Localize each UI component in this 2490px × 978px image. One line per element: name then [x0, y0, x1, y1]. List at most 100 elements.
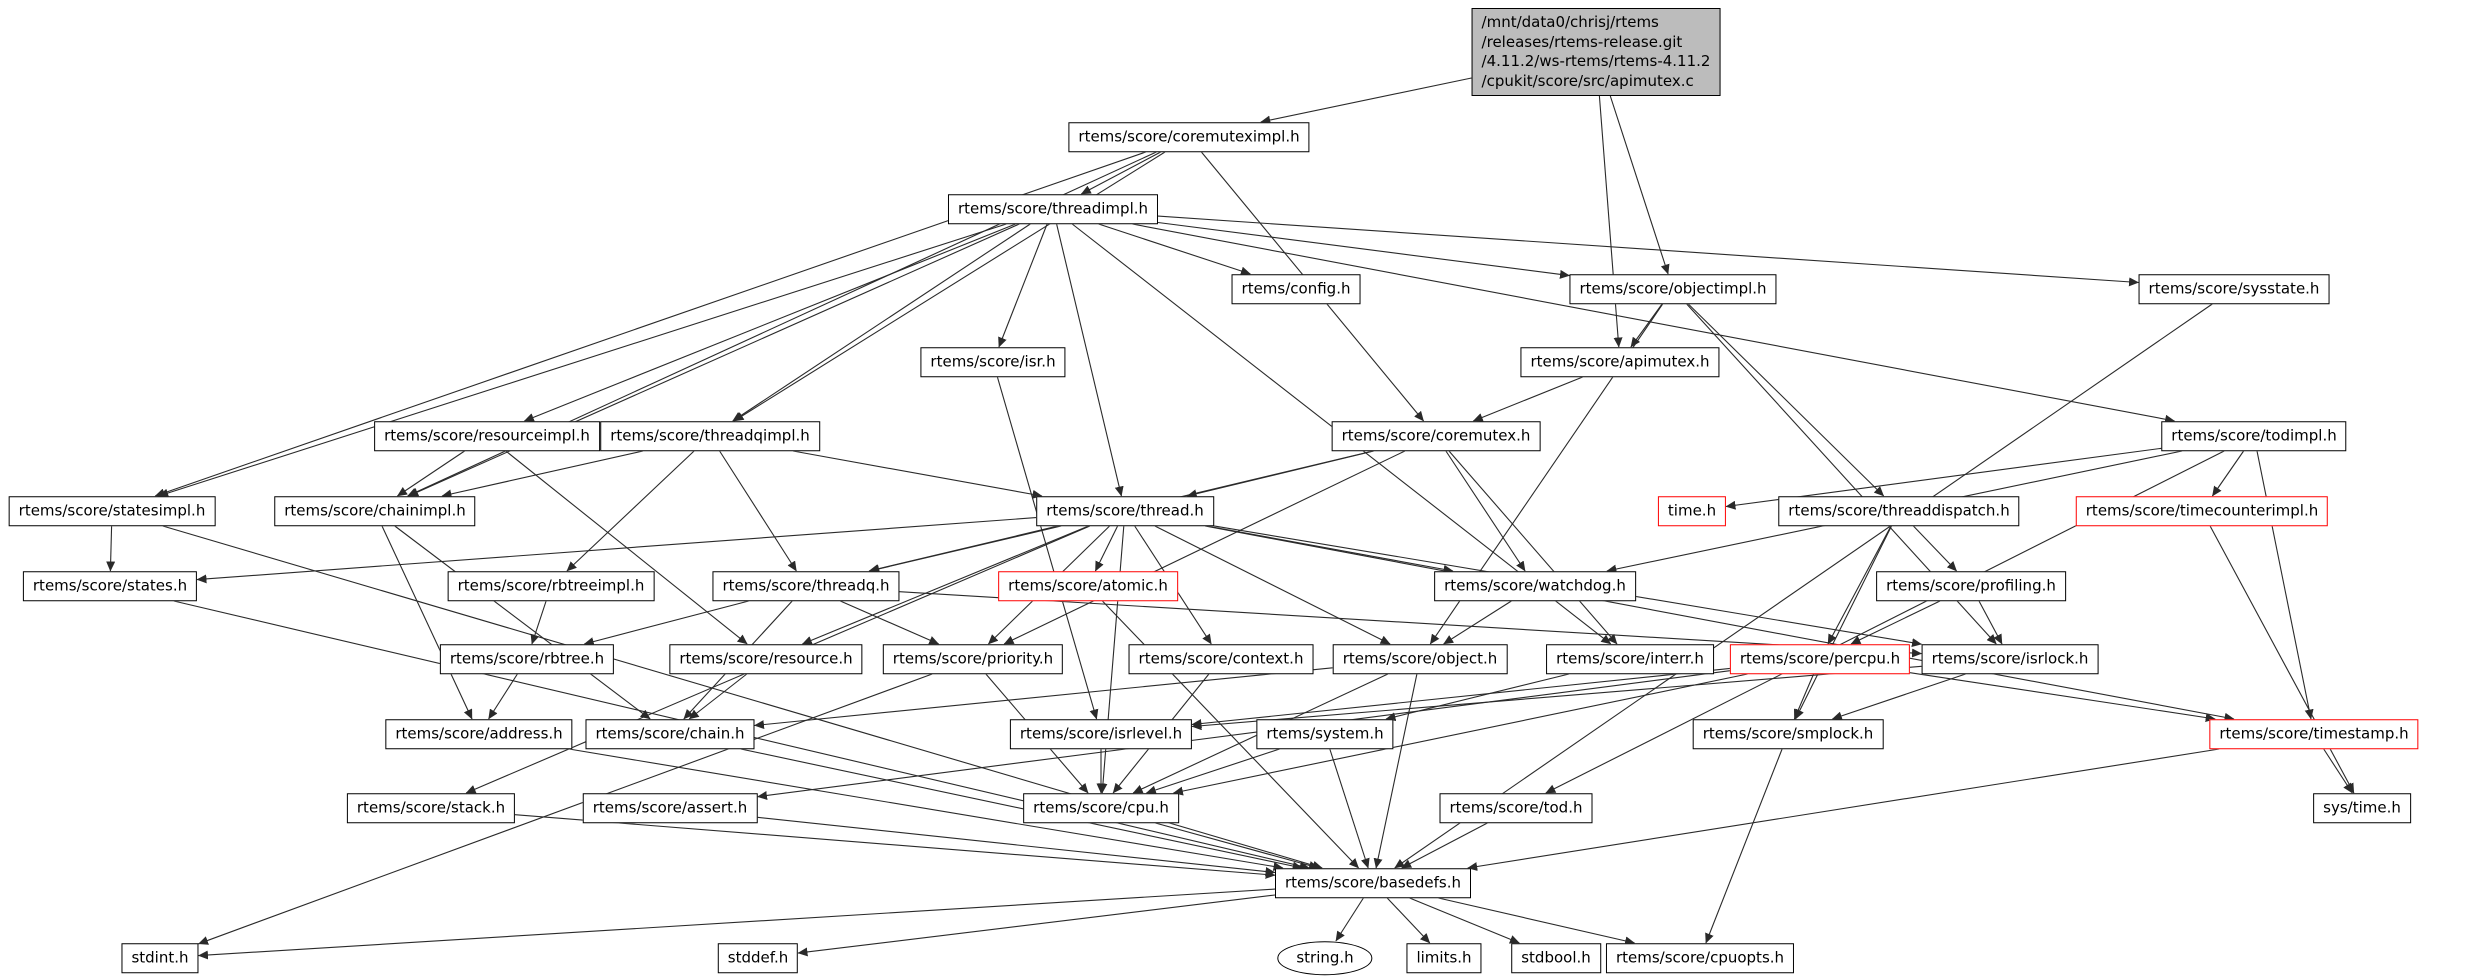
edge-threadq-to-isrlock	[899, 591, 1922, 658]
edge-coremutex-to-watchdog	[1445, 450, 1526, 572]
graph-node-rbtreeimpl[interactable]: rtems/score/rbtreeimpl.h	[447, 571, 655, 601]
graph-node-sysstate[interactable]: rtems/score/sysstate.h	[2138, 274, 2330, 304]
edge-threadimpl-to-resourceimpl	[523, 223, 1016, 422]
edge-basedefs-to-cpuopts	[1438, 897, 1636, 946]
edge-cpu-to-basedefs	[1155, 822, 1320, 870]
graph-node-isr[interactable]: rtems/score/isr.h	[920, 347, 1066, 377]
edge-threadq-to-rbtree	[583, 600, 749, 646]
graph-node-cpuopts[interactable]: rtems/score/cpuopts.h	[1605, 943, 1795, 973]
edge-thread-to-states	[196, 517, 1037, 584]
graph-node-limits[interactable]: limits.h	[1406, 943, 1482, 973]
edge-percpu-to-smplock	[1793, 673, 1815, 720]
graph-node-threadqimpl[interactable]: rtems/score/threadqimpl.h	[600, 421, 820, 451]
edge-threadimpl-to-sysstate	[1157, 215, 2139, 287]
graph-node-coremutex[interactable]: rtems/score/coremutex.h	[1331, 421, 1541, 451]
edge-percpu-to-timestamp	[1909, 672, 2216, 723]
edge-resourceimpl-to-chainimpl	[396, 450, 465, 497]
graph-node-objectimpl[interactable]: rtems/score/objectimpl.h	[1569, 274, 1777, 304]
edge-smplock-to-cpuopts	[1705, 748, 1783, 944]
graph-node-threadq[interactable]: rtems/score/threadq.h	[712, 571, 900, 601]
graph-node-systime[interactable]: sys/time.h	[2313, 793, 2411, 823]
edge-timecounterimpl-to-systime	[2209, 525, 2355, 794]
edge-basedefs-to-stddef	[797, 894, 1276, 957]
graph-node-config[interactable]: rtems/config.h	[1231, 274, 1361, 304]
graph-node-threaddispatch[interactable]: rtems/score/threaddispatch.h	[1778, 496, 2020, 526]
graph-node-watchdog[interactable]: rtems/score/watchdog.h	[1434, 571, 1636, 601]
edge-assert-to-basedefs	[757, 816, 1276, 876]
graph-node-resource[interactable]: rtems/score/resource.h	[669, 644, 863, 674]
graph-node-timestamp[interactable]: rtems/score/timestamp.h	[2209, 719, 2419, 749]
edge-objectimpl-to-apimutex	[1630, 303, 1663, 348]
graph-node-cpu[interactable]: rtems/score/cpu.h	[1023, 793, 1179, 823]
edge-system-to-basedefs	[1329, 748, 1370, 869]
graph-node-states[interactable]: rtems/score/states.h	[22, 571, 198, 601]
graph-node-smplock[interactable]: rtems/score/smplock.h	[1692, 719, 1884, 749]
edge-profiling-to-isrlock	[1978, 600, 2003, 645]
graph-node-isrlock[interactable]: rtems/score/isrlock.h	[1921, 644, 2099, 674]
graph-node-context[interactable]: rtems/score/context.h	[1128, 644, 1314, 674]
edge-chainimpl-to-chain	[394, 525, 651, 720]
edge-chainimpl-to-address	[381, 525, 473, 720]
edge-main-to-objectimpl	[1609, 95, 1670, 275]
edge-thread-to-atomic	[1094, 525, 1119, 572]
edge-isr-to-isrlevel	[996, 376, 1099, 720]
graph-node-chain[interactable]: rtems/score/chain.h	[585, 719, 755, 749]
graph-node-apimutex[interactable]: rtems/score/apimutex.h	[1520, 347, 1720, 377]
graph-node-object[interactable]: rtems/score/object.h	[1332, 644, 1508, 674]
edge-threadimpl-to-isr	[998, 223, 1048, 348]
graph-node-priority[interactable]: rtems/score/priority.h	[882, 644, 1064, 674]
graph-node-chainimpl[interactable]: rtems/score/chainimpl.h	[274, 496, 476, 526]
edge-thread-to-threadq	[869, 525, 1062, 574]
edge-tod-to-basedefs	[1401, 822, 1488, 869]
graph-node-tod[interactable]: rtems/score/tod.h	[1439, 793, 1593, 823]
graph-node-resourceimpl[interactable]: rtems/score/resourceimpl.h	[374, 421, 600, 451]
graph-node-stdint[interactable]: stdint.h	[121, 943, 199, 973]
graph-node-timecounterimpl[interactable]: rtems/score/timecounterimpl.h	[2075, 496, 2329, 526]
edge-object-to-basedefs	[1373, 673, 1418, 869]
edge-thread-to-object	[1154, 525, 1391, 645]
edge-threadqimpl-to-threadq	[719, 450, 797, 572]
graph-node-basedefs[interactable]: rtems/score/basedefs.h	[1275, 868, 1471, 898]
edge-threaddispatch-to-percpu	[1827, 525, 1892, 645]
edge-threadimpl-to-statesimpl	[158, 223, 1007, 498]
graph-node-thread[interactable]: rtems/score/thread.h	[1036, 496, 1214, 526]
graph-node-system[interactable]: rtems/system.h	[1256, 719, 1394, 749]
graph-node-interr[interactable]: rtems/score/interr.h	[1546, 644, 1714, 674]
graph-node-assert[interactable]: rtems/score/assert.h	[582, 793, 758, 823]
edge-threadqimpl-to-chainimpl	[441, 450, 644, 499]
edge-threadimpl-to-config	[1098, 223, 1251, 276]
edge-system-to-cpu	[1145, 748, 1280, 795]
edge-apimutex-to-coremutex	[1472, 376, 1583, 422]
graph-node-stddef[interactable]: stddef.h	[717, 943, 799, 973]
graph-node-time[interactable]: time.h	[1657, 496, 1727, 526]
graph-node-profiling[interactable]: rtems/score/profiling.h	[1876, 571, 2066, 601]
graph-node-percpu[interactable]: rtems/score/percpu.h	[1729, 644, 1911, 674]
edge-resource-to-chain	[688, 673, 748, 720]
graph-node-threadimpl[interactable]: rtems/score/threadimpl.h	[947, 194, 1159, 224]
graph-node-stack[interactable]: rtems/score/stack.h	[346, 793, 516, 823]
graph-node-isrlevel[interactable]: rtems/score/isrlevel.h	[1009, 719, 1193, 749]
graph-node-todimpl[interactable]: rtems/score/todimpl.h	[2161, 421, 2347, 451]
edge-chain-to-basedefs	[740, 748, 1303, 871]
edge-threadimpl-to-threadqimpl	[732, 223, 1031, 422]
graph-node-coremuteximpl[interactable]: rtems/score/coremuteximpl.h	[1068, 122, 1310, 152]
edge-threaddispatch-to-smplock	[1795, 525, 1892, 720]
graph-node-rbtree[interactable]: rtems/score/rbtree.h	[439, 644, 615, 674]
graph-node-string[interactable]: string.h	[1277, 941, 1373, 975]
edge-coremuteximpl-to-threadimpl	[1080, 151, 1161, 195]
edge-watchdog-to-object	[1443, 600, 1512, 645]
edge-statesimpl-to-states	[106, 525, 116, 572]
edge-percpu-to-isrlevel	[1191, 667, 1731, 728]
edge-threadq-to-priority	[840, 600, 940, 645]
edge-thread-to-timestamp	[1204, 525, 2235, 722]
edge-todimpl-to-timecounterimpl	[2211, 450, 2245, 497]
graph-node-atomic[interactable]: rtems/score/atomic.h	[998, 571, 1178, 601]
graph-node-statesimpl[interactable]: rtems/score/statesimpl.h	[8, 496, 216, 526]
edge-profiling-to-percpu	[1850, 600, 1941, 645]
edge-objectimpl-to-threaddispatch	[1687, 303, 1885, 497]
edge-coremutex-to-priority	[1003, 450, 1406, 645]
graph-node-main: /mnt/data0/chrisj/rtems /releases/rtems-…	[1471, 8, 1721, 96]
graph-node-address[interactable]: rtems/score/address.h	[385, 719, 573, 749]
graph-node-stdbool[interactable]: stdbool.h	[1511, 943, 1601, 973]
